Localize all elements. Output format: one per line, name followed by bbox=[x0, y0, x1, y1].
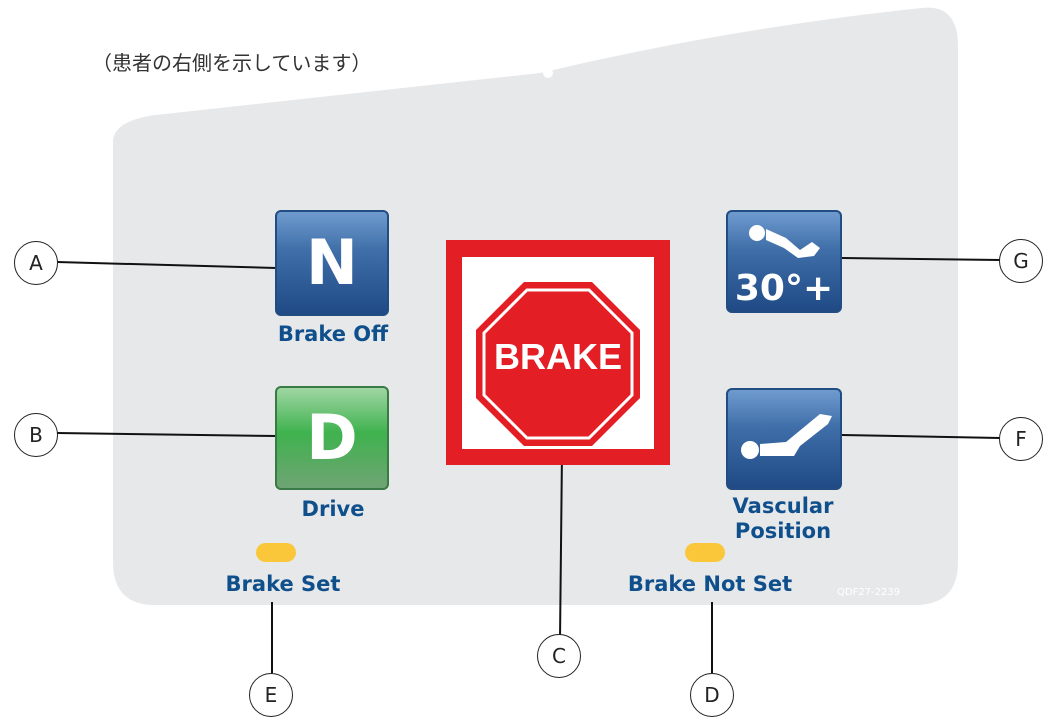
callout-b: B bbox=[14, 413, 58, 457]
callout-c: C bbox=[537, 634, 581, 678]
recline-30-text: 30°+ bbox=[734, 268, 834, 309]
brake-button[interactable]: BRAKE bbox=[446, 240, 670, 465]
callout-a: A bbox=[14, 241, 58, 285]
brake-text: BRAKE bbox=[493, 336, 622, 377]
brake-not-set-indicator-light bbox=[685, 543, 725, 562]
callout-f: F bbox=[999, 417, 1043, 461]
recline-30-button[interactable]: 30°+ bbox=[726, 210, 842, 313]
callout-e: E bbox=[249, 673, 293, 717]
callout-line-c bbox=[559, 451, 563, 641]
drive-label: Drive bbox=[301, 497, 365, 521]
neutral-button[interactable]: N bbox=[275, 210, 389, 316]
patient-right-side-caption: （患者の右側を示しています） bbox=[92, 51, 372, 75]
brake-set-indicator-light bbox=[256, 543, 296, 562]
drive-button[interactable]: D bbox=[275, 386, 389, 490]
vascular-label-line2: Position bbox=[734, 519, 832, 543]
stop-sign-icon bbox=[476, 282, 640, 446]
vascular-label-line1: Vascular bbox=[732, 494, 834, 518]
brake-off-label: Brake Off bbox=[277, 322, 389, 346]
vascular-position-button[interactable] bbox=[726, 388, 842, 490]
document-id: QDF27-2239 bbox=[837, 587, 901, 598]
callout-d: D bbox=[690, 673, 734, 717]
panel-notch bbox=[543, 68, 553, 78]
callout-line-f bbox=[841, 434, 1001, 439]
brake-set-label: Brake Set bbox=[225, 572, 341, 596]
callout-line-g bbox=[841, 257, 1001, 261]
drive-letter: D bbox=[306, 401, 358, 474]
neutral-letter: N bbox=[306, 226, 358, 299]
brake-not-set-label: Brake Not Set bbox=[627, 572, 793, 596]
callout-g: G bbox=[999, 239, 1043, 283]
reclined-patient-icon bbox=[749, 225, 820, 258]
vascular-position-patient-icon bbox=[741, 414, 832, 459]
callout-line-a bbox=[56, 261, 277, 269]
callout-line-b bbox=[56, 432, 277, 437]
vascular-position-label: Vascular Position bbox=[683, 494, 883, 544]
